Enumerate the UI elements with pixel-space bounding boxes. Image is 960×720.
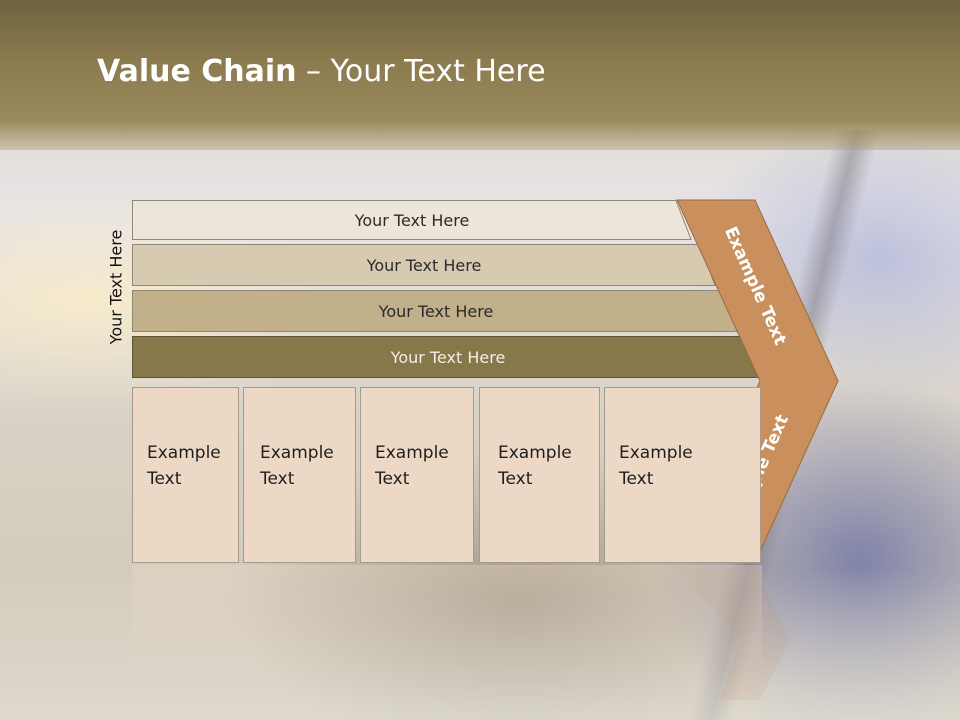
bar-3: Your Text Here bbox=[132, 290, 740, 332]
example-box-4-line1: Example bbox=[498, 443, 572, 463]
example-box-3-line2: Text bbox=[375, 469, 410, 489]
example-box-4: Example Text bbox=[479, 387, 600, 563]
slide-title: Value Chain – Your Text Here bbox=[97, 54, 546, 89]
bar-1-shape bbox=[132, 200, 692, 240]
example-box-2: Example Text bbox=[243, 387, 356, 563]
example-box-5: Example Text bbox=[604, 387, 761, 563]
example-box-1: Example Text bbox=[132, 387, 239, 563]
bar-2: Your Text Here bbox=[132, 244, 716, 286]
bar-3-label: Your Text Here bbox=[378, 301, 494, 321]
example-box-5-line2: Text bbox=[619, 469, 654, 489]
bar-2-label: Your Text Here bbox=[366, 255, 482, 275]
example-box-3: Example Text bbox=[360, 387, 474, 563]
bar-4-label: Your Text Here bbox=[390, 347, 506, 367]
title-bold: Value Chain bbox=[97, 54, 297, 89]
title-band bbox=[0, 0, 960, 150]
example-box-4-line2: Text bbox=[498, 469, 533, 489]
bar-1-label: Your Text Here bbox=[354, 210, 470, 230]
bar-2-shape bbox=[132, 244, 716, 286]
example-box-5-line1: Example bbox=[619, 443, 693, 463]
example-box-1-line2: Text bbox=[147, 469, 182, 489]
background-fade bbox=[0, 570, 960, 720]
title-rest: – Your Text Here bbox=[296, 54, 546, 89]
bar-1: Your Text Here bbox=[132, 200, 692, 240]
example-box-2-line1: Example bbox=[260, 443, 334, 463]
example-box-1-line1: Example bbox=[147, 443, 221, 463]
example-box-2-line2: Text bbox=[260, 469, 295, 489]
example-box-3-line1: Example bbox=[375, 443, 449, 463]
chevron-reflection bbox=[677, 567, 790, 700]
box-reflections bbox=[132, 565, 762, 685]
